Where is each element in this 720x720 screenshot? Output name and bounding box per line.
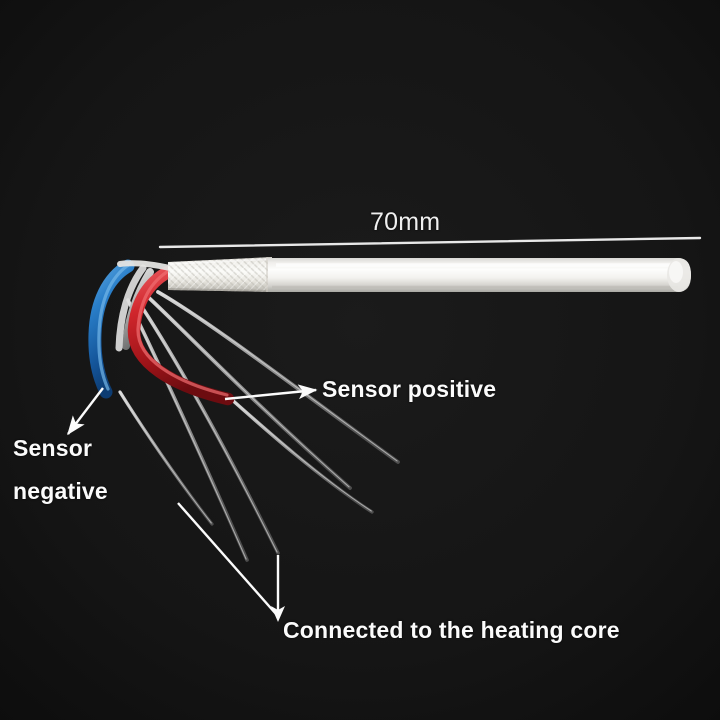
- sensor-negative-wire-highlight: [97, 262, 132, 391]
- arrow-sensor-positive: [224, 384, 318, 401]
- arrowhead-heating-core: [271, 606, 285, 622]
- label-sensor-negative: Sensor negative: [13, 427, 108, 513]
- wire-entry-white: [117, 260, 173, 271]
- label-sensor-negative-line1: Sensor: [13, 435, 93, 461]
- label-heating-core: Connected to the heating core: [283, 617, 620, 643]
- arrow-sensor-negative: [67, 387, 104, 436]
- dimension-line: [158, 236, 702, 249]
- label-sensor-positive: Sensor positive: [322, 376, 497, 402]
- leader-heating-core-a: [177, 502, 277, 615]
- dimension-label: 70mm: [370, 208, 441, 236]
- sensor-positive-wire-highlight: [136, 268, 229, 397]
- label-sensor-negative-line2: negative: [13, 478, 108, 504]
- sensor-lead-grey-1: [115, 264, 147, 352]
- braided-sleeve: [167, 257, 273, 292]
- ceramic-heater-rod: [268, 258, 691, 292]
